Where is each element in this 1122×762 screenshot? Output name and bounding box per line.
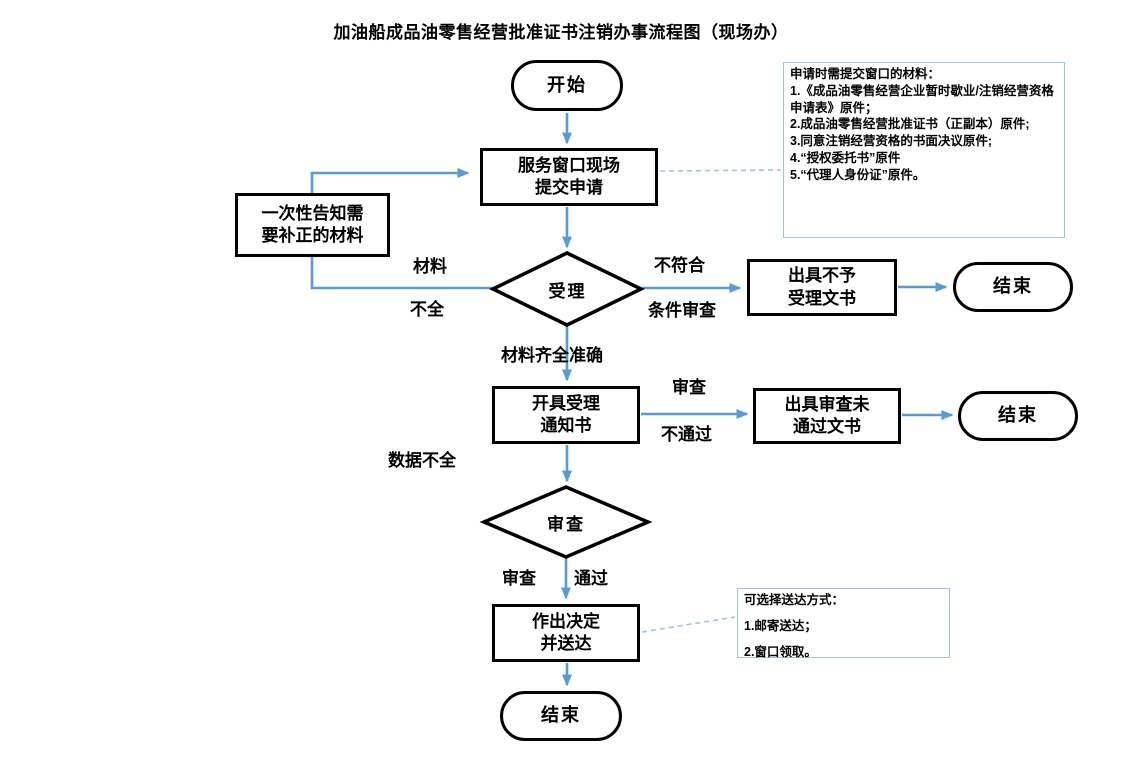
note-required-materials: 申请时需提交窗口的材料： 1.《成品油零售经营企业暂时歇业/注销经营资格申请表》…	[783, 62, 1065, 238]
edge-label-not-meet: 不符合	[654, 256, 705, 275]
node-decide-and-deliver: 作出决定 并送达	[492, 604, 640, 662]
edge-label-review-pre: 审查	[672, 378, 706, 397]
note-required-materials-item: 1.《成品油零售经营企业暂时歇业/注销经营资格申请表》原件；	[790, 83, 1054, 115]
page-title-main: 加油船成品油零售经营批准证书注销	[333, 23, 614, 42]
note-required-materials-item: 4.“授权委托书”原件	[790, 150, 901, 165]
decision-review-label: 审查	[547, 514, 585, 534]
note-required-materials-item: 2.成品油零售经营批准证书（正副本）原件;	[790, 117, 1030, 132]
edge-label-data-incomplete: 数据不全	[388, 451, 456, 470]
accept-decision-shape	[488, 251, 646, 327]
note-required-materials-item: 5.“代理人身份证”原件。	[790, 167, 926, 182]
node-end-2: 结束	[958, 391, 1078, 441]
edge-label-not-pass: 不通过	[661, 425, 712, 444]
note-delivery-item: 2.窗口领取。	[744, 644, 817, 659]
node-end-1: 结束	[953, 262, 1073, 312]
note-delivery-title: 可选择送达方式：	[744, 593, 845, 607]
edge-label-pass: 通过	[574, 569, 608, 588]
decision-accept-label: 受理	[548, 282, 587, 301]
edge-label-condition-review: 条件审查	[648, 301, 716, 320]
node-notify-corrections: 一次性告知需 要补正的材料	[235, 193, 390, 257]
edge-label-complete-accurate: 材料齐全准确	[501, 346, 603, 365]
note-required-materials-item: 3.同意注销经营资格的书面决议原件;	[790, 134, 993, 148]
node-reject-document: 出具不予 受理文书	[747, 259, 897, 316]
edge-label-materials: 材料	[413, 257, 447, 276]
page-title-suffix: 办事流程图（现场办）	[613, 23, 789, 42]
node-start: 开始	[511, 60, 623, 111]
note-required-materials-title: 申请时需提交窗口的材料：	[790, 67, 941, 81]
edge-label-incomplete: 不全	[410, 300, 444, 319]
review-decision-shape	[479, 485, 653, 559]
node-submit-application: 服务窗口现场 提交申请	[480, 148, 658, 206]
node-end-3: 结束	[500, 691, 622, 741]
edge-label-review-post: 审查	[502, 569, 536, 588]
connector-decide-to-delivery-note	[641, 616, 736, 633]
note-delivery-options: 可选择送达方式： 1.邮寄送达； 2.窗口领取。	[737, 588, 950, 659]
page-title: 加油船成品油零售经营批准证书注销办事流程图（现场办）	[0, 18, 1122, 43]
connector-submit-to-materials-note	[659, 169, 782, 172]
note-delivery-item: 1.邮寄送达；	[744, 618, 817, 633]
node-review-fail-document: 出具审查未 通过文书	[753, 388, 901, 444]
node-acceptance-notice: 开具受理 通知书	[492, 386, 640, 444]
